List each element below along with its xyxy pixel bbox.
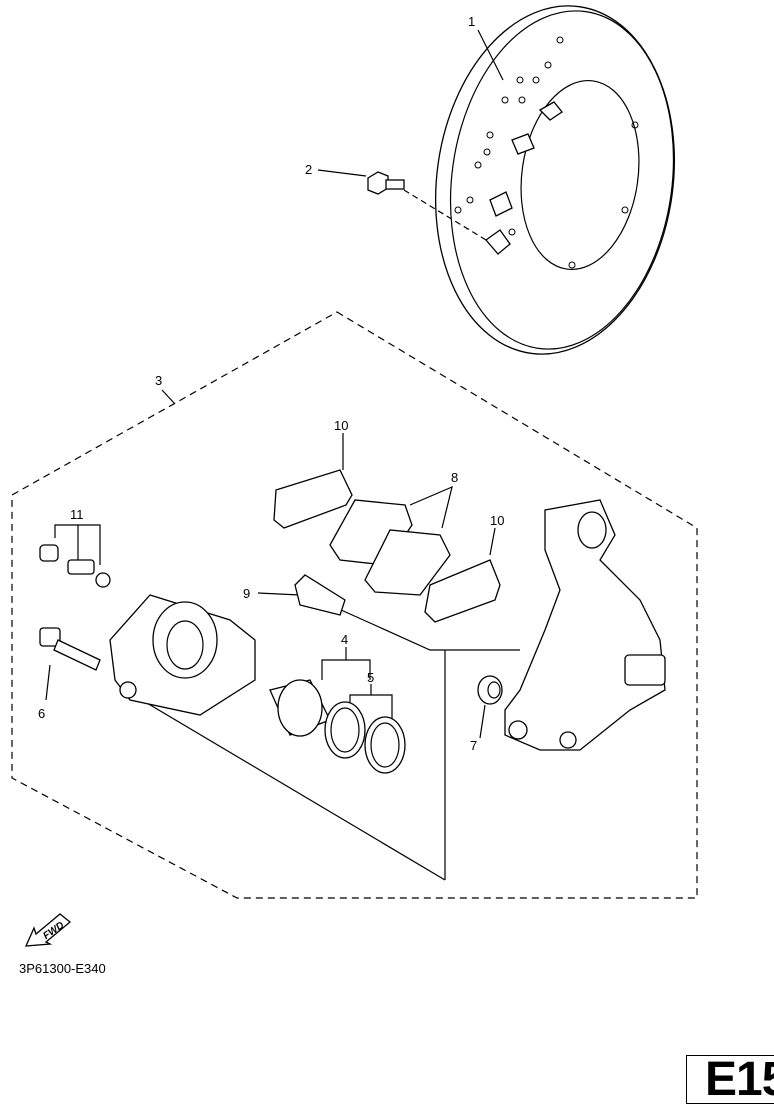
callout-9: 9 bbox=[243, 586, 251, 601]
piston-seals bbox=[324, 701, 406, 774]
bleed-screw-set bbox=[39, 544, 111, 588]
rubber-boot bbox=[477, 675, 503, 705]
callout-6: 6 bbox=[38, 706, 46, 721]
callout-5: 5 bbox=[367, 670, 375, 685]
callout-2: 2 bbox=[305, 162, 313, 177]
page-label-box: E15 bbox=[686, 1055, 774, 1104]
caliper-body bbox=[109, 594, 256, 716]
figure-code: 3P61300-E340 bbox=[19, 961, 106, 976]
pad-support bbox=[294, 574, 346, 616]
brake-disc bbox=[434, 5, 676, 355]
callout-10: 10 bbox=[334, 418, 349, 433]
callout-11: 11 bbox=[70, 507, 84, 522]
page-label: E15 bbox=[705, 1055, 774, 1104]
caliper-assembly-outline bbox=[11, 311, 698, 899]
callout-1: 1 bbox=[468, 14, 476, 29]
forward-arrow-icon: FWD bbox=[24, 910, 72, 950]
brake-pads bbox=[329, 499, 451, 596]
caliper-pin bbox=[39, 627, 101, 671]
callout-4: 4 bbox=[341, 632, 349, 647]
piston bbox=[269, 679, 331, 737]
pad-spring bbox=[273, 469, 501, 623]
caliper-bracket bbox=[504, 499, 666, 751]
callout-3: 3 bbox=[155, 373, 163, 388]
disc-bolt bbox=[367, 171, 487, 241]
callout-10: 10 bbox=[490, 513, 505, 528]
callout-8: 8 bbox=[451, 470, 459, 485]
callout-7: 7 bbox=[470, 738, 478, 753]
